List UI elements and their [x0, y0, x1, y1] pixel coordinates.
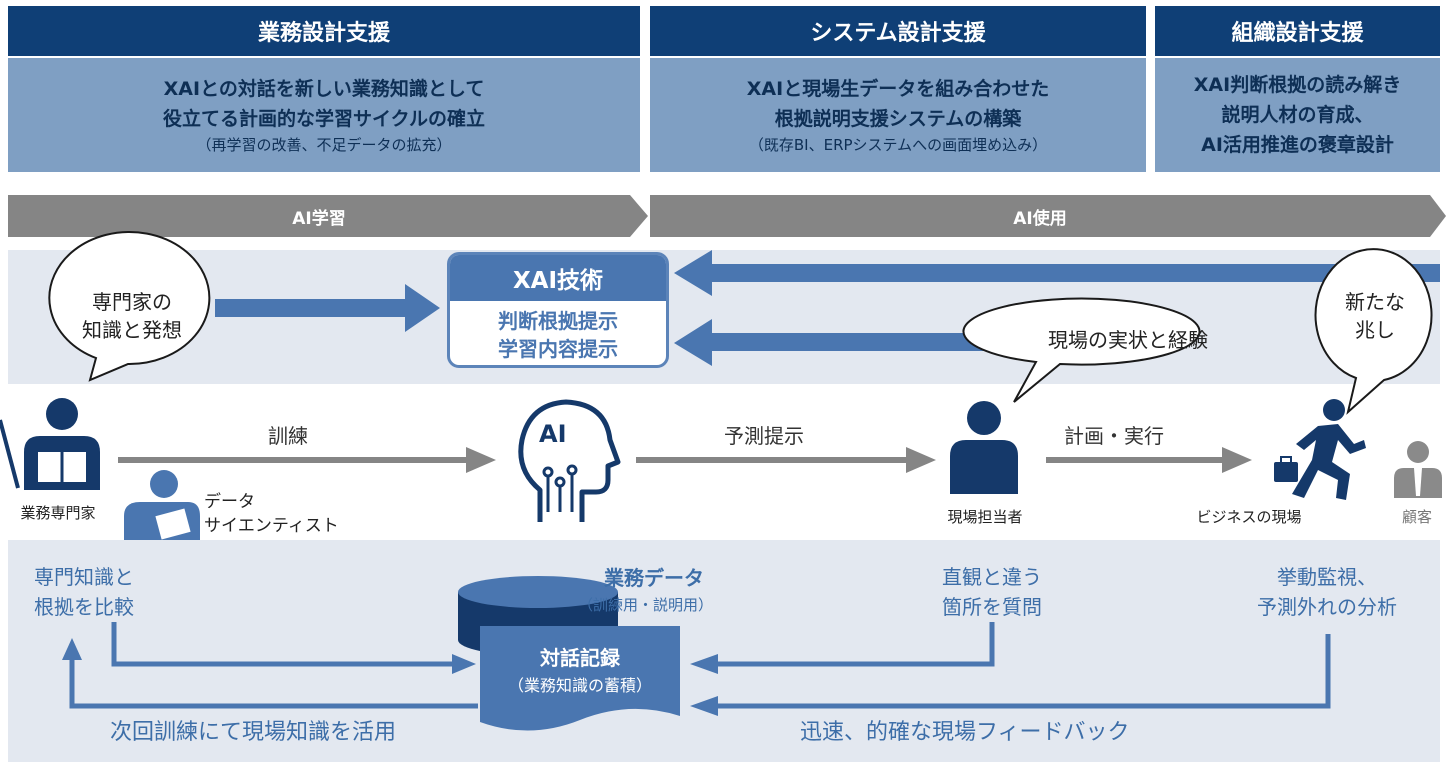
xai-learning-content: 学習内容提示: [498, 337, 618, 361]
bubble-signs-line-2: 兆し: [1355, 318, 1395, 342]
business-data-title: 業務データ: [604, 566, 704, 590]
actor-expert: 業務専門家: [20, 504, 96, 522]
monitor-text: 挙動監視、 予測外れの分析: [1224, 562, 1430, 622]
arrowhead-to-record-right: [690, 654, 718, 674]
header-system-design: システム設計支援: [650, 6, 1146, 56]
org-design-line-1: XAI判断根拠の読み解き: [1193, 74, 1402, 96]
actor-customer: 顧客: [1401, 508, 1432, 526]
bubble-signs-text: 新たな 兆し: [1320, 288, 1430, 344]
bubble-expert-text: 専門家の 知識と発想: [62, 288, 202, 344]
compare-line-2: 根拠を比較: [34, 595, 134, 619]
arrowhead-to-compare: [62, 638, 82, 660]
flow-monitor-to-record: [718, 634, 1331, 709]
knowledge-band: [8, 540, 1440, 762]
label-train: 訓練: [268, 424, 308, 448]
xai-judgment-basis: 判断根拠提示: [498, 309, 618, 333]
arrowhead-feedback: [690, 696, 718, 716]
actor-data-scientist: データ サイエンティスト: [204, 490, 339, 538]
flow-compare-to-record: [111, 622, 452, 667]
compare-line-1: 専門知識と: [34, 565, 134, 589]
system-design-line-2: 根拠説明支援システムの構築: [774, 108, 1022, 130]
actor-business-field: ビジネスの現場: [1196, 508, 1302, 526]
bubble-field-text: 現場の実状と経験: [1048, 328, 1208, 352]
arrow-train-head: [466, 447, 496, 473]
next-training-text: 次回訓練にて現場知識を活用: [110, 720, 397, 745]
business-data-note: （訓練用・説明用）: [578, 596, 714, 614]
bubble-expert-line-1: 専門家の: [92, 290, 172, 314]
bubble-signs-shape: [1314, 248, 1433, 415]
dialogue-record-document: [480, 626, 680, 731]
label-predict: 予測提示: [724, 424, 804, 448]
business-design-note: （再学習の改善、不足データの拡充）: [196, 136, 452, 154]
bubble-expert-line-2: 知識と発想: [82, 318, 182, 342]
xai-technology-box: XAI技術 判断根拠提示 学習内容提示: [447, 252, 669, 368]
phase-learning-label: AI学習: [292, 208, 346, 229]
label-plan-execute: 計画・実行: [1064, 424, 1164, 448]
phase-arrow-usage: [650, 195, 1446, 237]
question-text: 直観と違う 箇所を質問: [922, 562, 1062, 622]
feedback-text: 迅速、的確な現場フィードバック: [800, 720, 1130, 745]
header-organization-design: 組織設計支援: [1155, 6, 1440, 56]
ai-icon-label: AI: [539, 420, 567, 448]
phase-usage-label: AI使用: [1013, 208, 1067, 229]
business-design-detail: XAIとの対話を新しい業務知識として 役立てる計画的な学習サイクルの確立 （再学…: [8, 58, 640, 172]
system-design-note: （既存BI、ERPシステムへの画面埋め込み）: [748, 136, 1048, 154]
arrow-predict-shaft: [636, 457, 906, 463]
bubble-expert-shape: [48, 231, 211, 382]
org-design-line-3: AI活用推進の褒章設計: [1201, 134, 1394, 156]
expert-reading-icon: [0, 398, 100, 490]
dialogue-record-title: 対話記録: [540, 646, 620, 670]
dialogue-record-note: （業務知識の蓄積）: [507, 676, 652, 695]
header-business-design: 業務設計支援: [8, 6, 640, 56]
running-businessman-icon: [1274, 399, 1366, 500]
bubble-field-shape: [962, 297, 1201, 403]
bubble-signs-line-1: 新たな: [1345, 290, 1405, 314]
flow-record-to-training: [69, 660, 478, 709]
question-line-1: 直観と違う: [942, 565, 1042, 589]
business-design-line-1: XAIとの対話を新しい業務知識として: [163, 78, 485, 100]
data-scientist-icon: [124, 470, 200, 548]
arrow-plan-head: [1222, 447, 1252, 473]
business-design-line-2: 役立てる計画的な学習サイクルの確立: [162, 108, 486, 130]
arrow-signs-to-xai: [674, 250, 1440, 296]
phase-arrows: [8, 195, 1446, 237]
field-staff-icon: [950, 401, 1018, 494]
actor-data-scientist-line-1: データ: [204, 492, 255, 512]
monitor-line-1: 挙動監視、: [1277, 565, 1377, 589]
actor-data-scientist-line-2: サイエンティスト: [204, 516, 339, 536]
question-line-2: 箇所を質問: [942, 595, 1042, 619]
arrow-train-shaft: [118, 457, 466, 463]
compare-knowledge-text: 専門知識と 根拠を比較: [34, 562, 134, 622]
actor-field-staff: 現場担当者: [947, 508, 1023, 526]
phase-arrow-learning: [8, 195, 648, 237]
org-design-line-2: 説明人材の育成、: [1221, 104, 1374, 126]
arrow-plan-shaft: [1046, 457, 1222, 463]
monitor-line-2: 予測外れの分析: [1257, 595, 1397, 619]
arrow-expert-to-xai: [215, 284, 440, 332]
arrow-field-to-xai: [674, 319, 1010, 366]
organization-design-detail: XAI判断根拠の読み解き 説明人材の育成、 AI活用推進の褒章設計: [1155, 58, 1440, 172]
arrowhead-to-record-left: [452, 654, 476, 674]
customer-icon: [1394, 441, 1442, 498]
system-design-detail: XAIと現場生データを組み合わせた 根拠説明支援システムの構築 （既存BI、ER…: [650, 58, 1146, 172]
flow-question-to-record: [718, 622, 995, 667]
system-design-line-1: XAIと現場生データを組み合わせた: [746, 78, 1050, 100]
arrow-predict-head: [906, 447, 936, 473]
ai-head-icon: [518, 399, 621, 522]
xai-title: XAI技術: [450, 255, 666, 301]
